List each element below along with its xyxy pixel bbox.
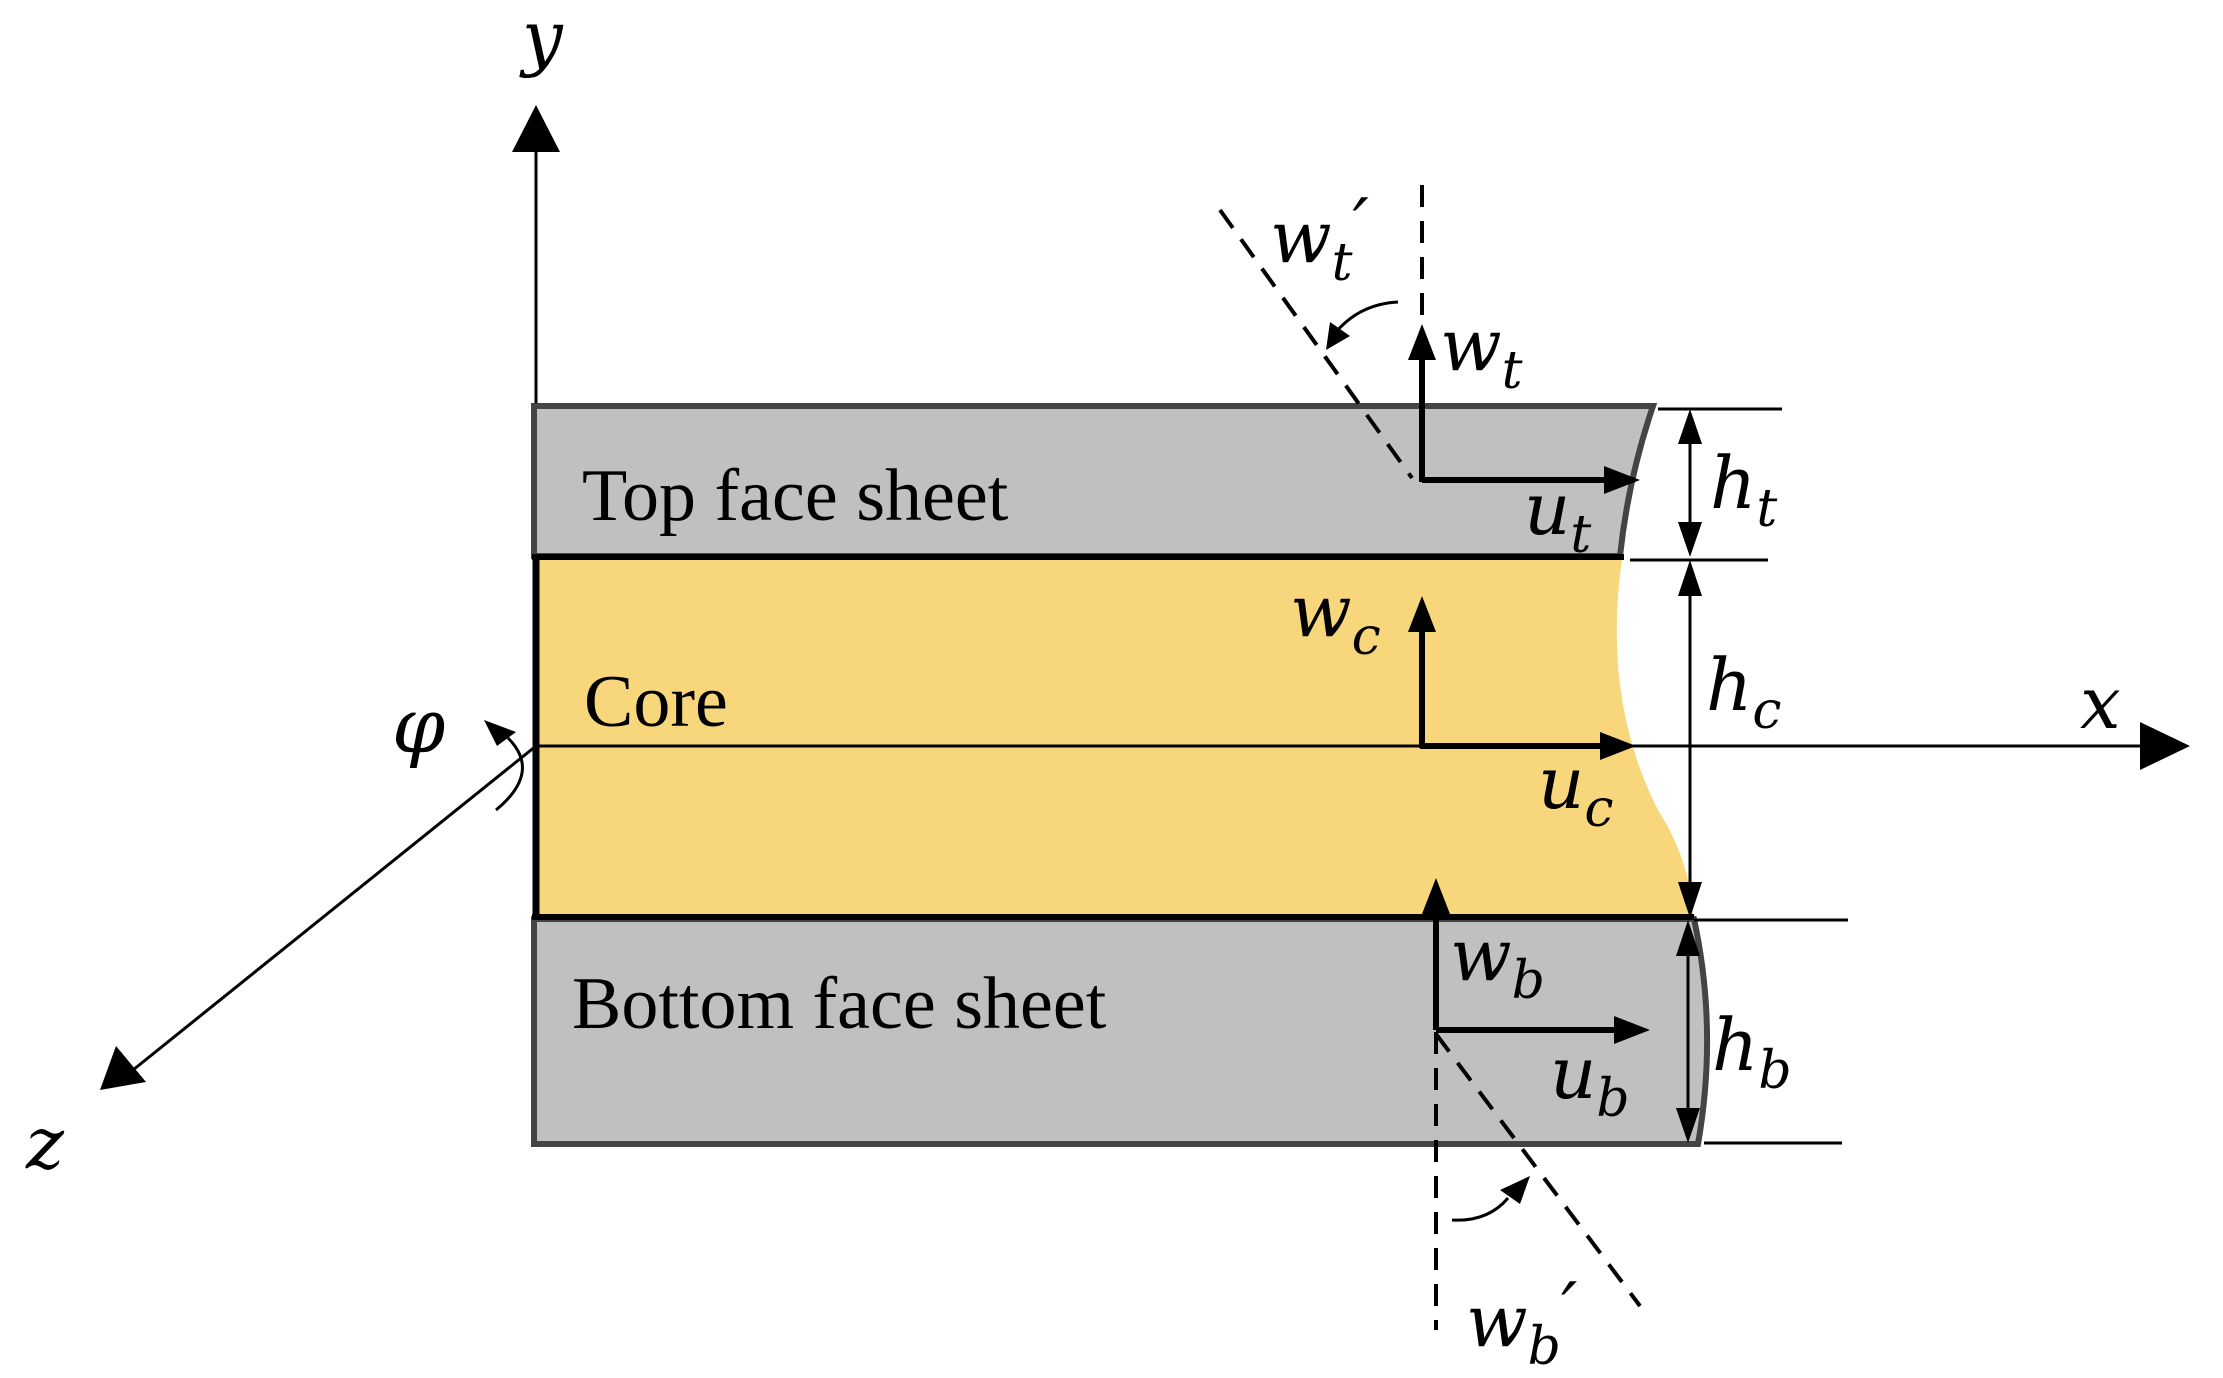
bottom-slope-lines bbox=[1434, 1032, 1642, 1330]
wb-label: wb bbox=[1450, 913, 1545, 1011]
uc-label: uc bbox=[1538, 741, 1614, 839]
wc-label: wc bbox=[1290, 569, 1381, 667]
x-axis-label: x bbox=[2080, 661, 2121, 745]
thickness-dimension-ht bbox=[1678, 409, 1702, 557]
bottom-slope-label: wb′ bbox=[1466, 1267, 1577, 1377]
core-displacement-vectors bbox=[1408, 596, 1636, 760]
hb-label: hb bbox=[1712, 1003, 1792, 1101]
bottom-layer-label: Bottom face sheet bbox=[572, 963, 1107, 1045]
rotation-label: φ bbox=[392, 681, 445, 770]
wt-label: wt bbox=[1440, 303, 1523, 401]
top-slope-label: wt′ bbox=[1270, 183, 1369, 293]
ub-label: ub bbox=[1550, 1031, 1630, 1129]
bottom-displacement-vectors bbox=[1422, 878, 1650, 1044]
thickness-dimension-hb bbox=[1676, 920, 1700, 1143]
z-axis bbox=[100, 744, 537, 1090]
ht-label: ht bbox=[1710, 441, 1777, 539]
bottom-face-sheet bbox=[531, 916, 1711, 1147]
core-layer-label: Core bbox=[584, 661, 728, 743]
dimension-extension-lines bbox=[1630, 407, 1848, 1145]
bottom-slope-arc bbox=[1451, 1176, 1530, 1222]
ut-label: ut bbox=[1524, 467, 1591, 565]
x-axis bbox=[536, 722, 2190, 770]
y-axis-label: y bbox=[519, 0, 564, 79]
thickness-dimension-hc bbox=[1678, 560, 1702, 918]
top-layer-label: Top face sheet bbox=[582, 455, 1009, 537]
rotation-arrow bbox=[484, 720, 524, 812]
core-layer bbox=[534, 559, 1693, 915]
z-axis-label: z bbox=[25, 1101, 65, 1185]
top-slope-lines bbox=[1218, 185, 1424, 480]
y-axis bbox=[512, 105, 560, 405]
top-slope-arc bbox=[1326, 300, 1399, 350]
hc-label: hc bbox=[1706, 643, 1782, 741]
